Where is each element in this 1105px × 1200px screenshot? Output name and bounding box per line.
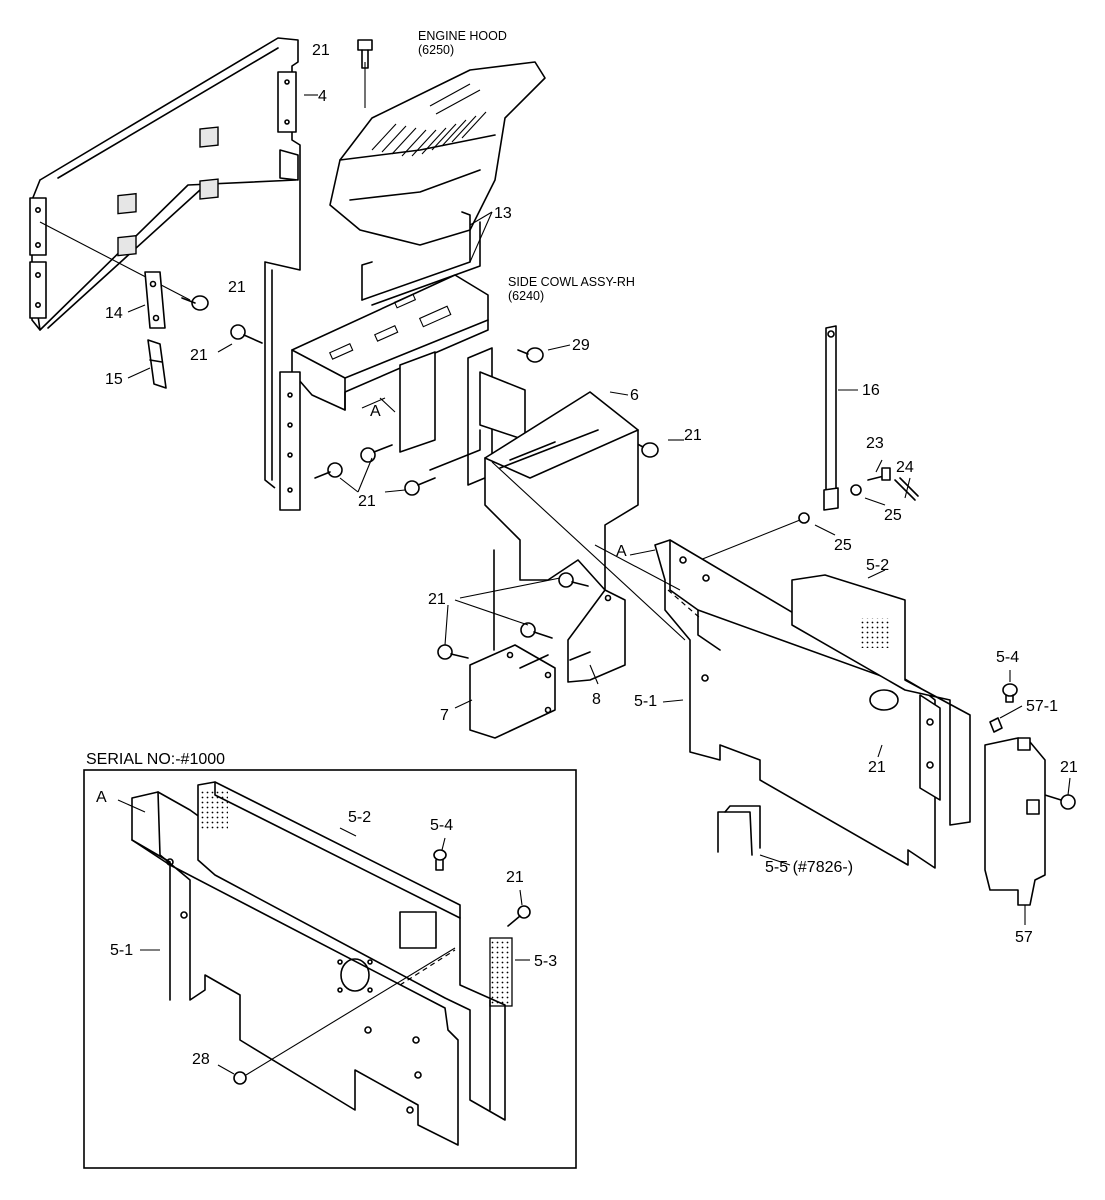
part-label: 23	[866, 435, 884, 452]
part-label: 24	[896, 459, 914, 476]
part-5-5-clip	[717, 805, 761, 856]
serial-box-title: SERIAL NO:-#1000	[86, 751, 225, 768]
part-7-plate	[469, 644, 556, 739]
bolt-14	[181, 295, 209, 311]
part-label: 21	[1060, 759, 1078, 776]
label-leaders	[127, 94, 1071, 1075]
hood-vent-slots	[371, 83, 487, 157]
part-label: 57-1	[1026, 698, 1058, 715]
inset-part-label: 5-3	[534, 953, 557, 970]
part-label: 6	[630, 387, 639, 404]
part-label: 5-5 (#7826-)	[765, 859, 853, 876]
inset-part-label: A	[96, 789, 107, 806]
inset-part-number-labels: A 5-2 5-4 21 5-1 5-3 28	[96, 789, 557, 1068]
part-label: 14	[105, 305, 123, 322]
bolt-57	[1044, 794, 1076, 810]
assembly-leaders	[379, 397, 686, 641]
serial-inset-box	[83, 769, 577, 1169]
part-57-cover	[984, 737, 1046, 906]
part-label: 21	[428, 591, 446, 608]
inset-part-label: 28	[192, 1051, 210, 1068]
part-label: 5-4	[996, 649, 1019, 666]
part-6-plate	[484, 391, 639, 591]
inset-part-label: 5-1	[110, 942, 133, 959]
part-8-plate	[493, 549, 626, 683]
side-cowl-label: SIDE COWL ASSY-RH	[508, 275, 635, 289]
bolts-cluster-21	[314, 444, 436, 496]
part-16-rod	[823, 325, 839, 511]
part-5-1-main-panel	[654, 539, 941, 869]
part-label: 21	[358, 493, 376, 510]
inset-part-label: 5-4	[430, 817, 453, 834]
part-label: 25	[884, 507, 902, 524]
part-label: 4	[318, 88, 327, 105]
part-14-bracket	[144, 271, 166, 329]
part-label: 5-2	[866, 557, 889, 574]
part-label: 21	[190, 347, 208, 364]
part-4-rear-panel	[29, 37, 301, 489]
part-5-4-pin	[1002, 683, 1018, 703]
part-23-24-25	[699, 467, 919, 561]
part-label: 21	[684, 427, 702, 444]
bolt-29	[517, 347, 544, 363]
side-cowl-bracket	[271, 269, 526, 511]
bolt-top-hood	[357, 39, 373, 69]
bolt-left	[230, 324, 263, 344]
engine-hood	[329, 61, 546, 246]
part-label: 25	[834, 537, 852, 554]
part-label: 21	[868, 759, 886, 776]
part-label: 5-1	[634, 693, 657, 710]
inset-part-5-2	[197, 781, 506, 1121]
part-label: 21	[312, 42, 330, 59]
part-13-rods	[361, 211, 481, 306]
part-label: 29	[572, 337, 590, 354]
side-cowl-code: (6240)	[508, 289, 544, 303]
part-label: 15	[105, 371, 123, 388]
callout-texts: ENGINE HOOD (6250) SIDE COWL ASSY-RH (62…	[86, 29, 635, 768]
part-label: 16	[862, 382, 880, 399]
bolts-cluster-78	[437, 572, 589, 660]
engine-hood-label: ENGINE HOOD	[418, 29, 507, 43]
part-label: 21	[228, 279, 246, 296]
part-number-labels: 21 4 13 21 14 15 21 29 A 6 21 16 23 24 2…	[105, 42, 1078, 946]
engine-hood-code: (6250)	[418, 43, 454, 57]
part-15-bracket	[147, 339, 167, 389]
bracket-slots	[329, 293, 452, 360]
inset-part-label: 5-2	[348, 809, 371, 826]
inset-bolts	[233, 849, 531, 1085]
part-57-1-clip	[989, 717, 1003, 733]
inset-part-label: 21	[506, 869, 524, 886]
part-label: A	[370, 403, 381, 420]
inset-part-5-1	[131, 791, 459, 1146]
part-label: 8	[592, 691, 601, 708]
part-label: 13	[494, 205, 512, 222]
part-label: 57	[1015, 929, 1033, 946]
part-label: 7	[440, 707, 449, 724]
part-5-2-panel	[791, 574, 971, 826]
inset-part-5-3	[489, 937, 513, 1007]
part-label: A	[616, 543, 627, 560]
